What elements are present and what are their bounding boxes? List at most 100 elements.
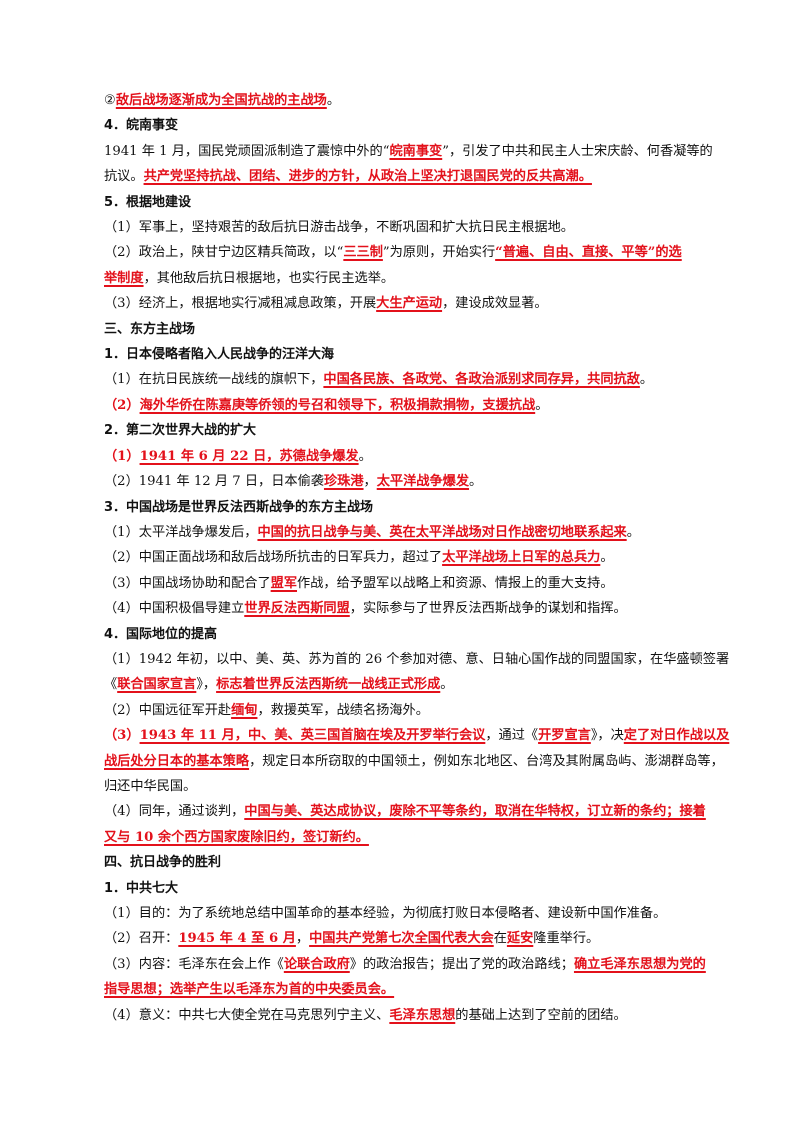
plain-text: 作战，给予盟军以战略上和资源、情报上的重大支持。 bbox=[297, 575, 614, 591]
section-heading: 3．中国战场是世界反法西斯战争的东方主战场 bbox=[104, 495, 704, 520]
plain-text: 4．国际地位的提高 bbox=[104, 626, 218, 642]
text-line: （1）1941 年 6 月 22 日，苏德战争爆发。 bbox=[104, 444, 704, 469]
section-heading: 5．根据地建设 bbox=[104, 190, 704, 215]
plain-text: （4）意义：中共七大使全党在马克思列宁主义、 bbox=[104, 1007, 390, 1023]
text-line: 归还中华民国。 bbox=[104, 774, 704, 799]
plain-text: （3）中国战场协助和配合了 bbox=[104, 575, 271, 591]
section-heading: 三、东方主战场 bbox=[104, 317, 704, 342]
text-line: （3）1943 年 11 月，中、美、英三国首脑在埃及开罗举行会议，通过《开罗宣… bbox=[104, 723, 729, 748]
text-line: 抗议。共产党坚持抗战、团结、进步的方针，从政治上坚决打退国民党的反共高潮。 bbox=[104, 164, 704, 189]
highlighted-text: 太平洋战场上日军的总兵力 bbox=[442, 550, 601, 566]
text-line: （1）目的：为了系统地总结中国革命的基本经验，为彻底打败日本侵略者、建设新中国作… bbox=[104, 901, 704, 926]
plain-text: 抗议。 bbox=[104, 169, 144, 185]
text-line: 《联合国家宣言》，标志着世界反法西斯统一战线正式形成。 bbox=[104, 672, 704, 697]
highlighted-text: 世界反法西斯同盟 bbox=[244, 601, 350, 617]
plain-text: （1） bbox=[104, 448, 140, 464]
highlighted-text: 中国共产党第七次全国代表大会 bbox=[309, 931, 494, 947]
text-line: （2）中国正面战场和敌后战场所抗击的日军兵力，超过了太平洋战场上日军的总兵力。 bbox=[104, 545, 704, 570]
plain-text: 》， bbox=[196, 677, 217, 693]
highlighted-text: 中国与美、英达成协议，废除不平等条约，取消在华特权，订立新的条约；接着 bbox=[244, 804, 706, 820]
section-heading: 1．中共七大 bbox=[104, 876, 704, 901]
highlighted-text: 共产党坚持抗战、团结、进步的方针，从政治上坚决打退国民党的反共高潮。 bbox=[143, 169, 592, 185]
text-line: 指导思想；选举产生以毛泽东为首的中央委员会。 bbox=[104, 977, 704, 1002]
plain-text: ，实际参与了世界反法西斯战争的谋划和指挥。 bbox=[349, 601, 627, 617]
plain-text: 1941 年 1 月，国民党顽固派制造了震惊中外的“ bbox=[104, 143, 390, 159]
section-heading: 四、抗日战争的胜利 bbox=[104, 850, 704, 875]
text-line: （2）海外华侨在陈嘉庚等侨领的号召和领导下，积极捐款捐物，支援抗战。 bbox=[104, 393, 704, 418]
text-line: （1）在抗日民族统一战线的旗帜下，中国各民族、各政党、各政治派别求同存异，共同抗… bbox=[104, 367, 704, 392]
text-line: 又与 10 余个西方国家废除旧约，签订新约。 bbox=[104, 825, 704, 850]
text-line: （1）军事上，坚持艰苦的敌后抗日游击战争，不断巩固和扩大抗日民主根据地。 bbox=[104, 215, 704, 240]
highlighted-text: 又与 10 余个西方国家废除旧约，签订新约。 bbox=[104, 829, 369, 845]
text-line: ②敌后战场逐渐成为全国抗战的主战场。 bbox=[104, 88, 704, 113]
plain-text: 》，决 bbox=[590, 728, 624, 744]
plain-text: ，通过《 bbox=[485, 728, 539, 744]
plain-text: ，救援英军，战绩名扬海外。 bbox=[257, 702, 429, 718]
plain-text: 。 bbox=[440, 677, 454, 693]
highlighted-text: 举制度 bbox=[104, 270, 144, 286]
plain-text: 在 bbox=[493, 931, 507, 947]
plain-text: ，建设成效显著。 bbox=[442, 296, 548, 312]
plain-text: 四、抗日战争的胜利 bbox=[104, 855, 222, 871]
highlighted-text: 1943 年 11 月，中、美、英三国首脑在埃及开罗举行会议 bbox=[139, 728, 486, 744]
highlighted-text: 指导思想；选举产生以毛泽东为首的中央委员会。 bbox=[104, 982, 395, 998]
text-line: （3）内容：毛泽东在会上作《论联合政府》的政治报告；提出了党的政治路线；确立毛泽… bbox=[104, 952, 706, 977]
text-line: （1）太平洋战争爆发后，中国的抗日战争与美、英在太平洋战场对日作战密切地联系起来… bbox=[104, 520, 704, 545]
text-line: （3）中国战场协助和配合了盟军作战，给予盟军以战略上和资源、情报上的重大支持。 bbox=[104, 571, 704, 596]
text-line: （2）中国远征军开赴缅甸，救援英军，战绩名扬海外。 bbox=[104, 698, 704, 723]
plain-text: ，其他敌后抗日根据地，也实行民主选举。 bbox=[143, 270, 395, 286]
text-line: （2）政治上，陕甘宁边区精兵简政，以“三三制”为原则，开始实行“普遍、自由、直接… bbox=[104, 240, 704, 265]
highlighted-text: 定了对日作战以及 bbox=[623, 728, 730, 744]
plain-text: ，规定日本所窃取的中国领土，例如东北地区、台湾及其附属岛屿、澎湖群岛等， bbox=[249, 753, 724, 769]
plain-text: 。 bbox=[600, 550, 614, 566]
highlighted-text: 海外华侨在陈嘉庚等侨领的号召和领导下，积极捐款捐物，支援抗战 bbox=[139, 397, 536, 413]
text-line: （2）召开：1945 年 4 至 6 月，中国共产党第七次全国代表大会在延安隆重… bbox=[104, 926, 704, 951]
plain-text: 。 bbox=[358, 448, 372, 464]
highlighted-text: 标志着世界反法西斯统一战线正式形成 bbox=[216, 677, 441, 693]
highlighted-text: 敌后战场逐渐成为全国抗战的主战场 bbox=[115, 93, 327, 108]
plain-text: 1．日本侵略者陷入人民战争的汪洋大海 bbox=[104, 347, 335, 363]
text-line: （4）中国积极倡导建立世界反法西斯同盟，实际参与了世界反法西斯战争的谋划和指挥。 bbox=[104, 596, 704, 621]
text-line: （2）1941 年 12 月 7 日，日本偷袭珍珠港，太平洋战争爆发。 bbox=[104, 469, 704, 494]
plain-text: 。 bbox=[639, 372, 654, 388]
text-line: 1941 年 1 月，国民党顽固派制造了震惊中外的“皖南事变”，引发了中共和民主… bbox=[104, 139, 713, 164]
plain-text: （2）政治上，陕甘宁边区精兵简政，以“ bbox=[104, 245, 344, 261]
highlighted-text: 开罗宣言 bbox=[538, 728, 591, 744]
plain-text: 的基础上达到了空前的团结。 bbox=[455, 1007, 627, 1023]
plain-text: 。 bbox=[469, 474, 483, 490]
plain-text: 》的政治报告；提出了党的政治路线； bbox=[349, 956, 574, 972]
highlighted-text: 联合国家宣言 bbox=[117, 677, 197, 693]
highlighted-text: 确立毛泽东思想为党的 bbox=[573, 956, 706, 972]
highlighted-text: 中国的抗日战争与美、英在太平洋战场对日作战密切地联系起来 bbox=[257, 524, 627, 540]
plain-text: （2）中国正面战场和敌后战场所抗击的日军兵力，超过了 bbox=[104, 550, 443, 566]
highlighted-text: 大生产运动 bbox=[376, 296, 443, 312]
plain-text: 2．第二次世界大战的扩大 bbox=[104, 423, 257, 439]
plain-text: （1）目的：为了系统地总结中国革命的基本经验，为彻底打败日本侵略者、建设新中国作… bbox=[104, 906, 667, 921]
section-heading: 2．第二次世界大战的扩大 bbox=[104, 418, 704, 443]
plain-text: ， bbox=[295, 931, 310, 947]
plain-text: （3）经济上，根据地实行减租减息政策，开展 bbox=[104, 296, 377, 312]
section-heading: 4．国际地位的提高 bbox=[104, 622, 704, 647]
plain-text: 4．皖南事变 bbox=[104, 118, 179, 134]
plain-text: （2） bbox=[104, 397, 140, 413]
plain-text: （1）1942 年初，以中、美、英、苏为首的 26 个参加对德、意、日轴心国作战… bbox=[104, 651, 730, 667]
text-line: （4）意义：中共七大使全党在马克思列宁主义、毛泽东思想的基础上达到了空前的团结。 bbox=[104, 1003, 704, 1028]
plain-text: ”，引发了中共和民主人士宋庆龄、何香凝等的 bbox=[442, 143, 713, 159]
plain-text: ② bbox=[104, 93, 116, 108]
plain-text: 。 bbox=[535, 397, 549, 413]
plain-text: 隆重举行。 bbox=[533, 931, 600, 947]
plain-text: 5．根据地建设 bbox=[104, 194, 192, 210]
highlighted-text: 1941 年 6 月 22 日，苏德战争爆发 bbox=[139, 448, 359, 464]
plain-text: 1．中共七大 bbox=[104, 880, 179, 896]
highlighted-text: 中国各民族、各政党、各政治派别求同存异，共同抗敌 bbox=[323, 372, 640, 388]
plain-text: （2）召开： bbox=[104, 931, 179, 947]
highlighted-text: 论联合政府 bbox=[283, 956, 350, 972]
highlighted-text: 延安 bbox=[506, 931, 534, 947]
plain-text: （1）太平洋战争爆发后， bbox=[104, 524, 258, 540]
highlighted-text: 缅甸 bbox=[231, 702, 258, 718]
text-line: 战后处分日本的基本策略，规定日本所窃取的中国领土，例如东北地区、台湾及其附属岛屿… bbox=[104, 749, 724, 774]
plain-text: （2）1941 年 12 月 7 日，日本偷袭 bbox=[104, 474, 324, 490]
text-line: （1）1942 年初，以中、美、英、苏为首的 26 个参加对德、意、日轴心国作战… bbox=[104, 647, 729, 672]
plain-text: 《 bbox=[104, 677, 118, 693]
